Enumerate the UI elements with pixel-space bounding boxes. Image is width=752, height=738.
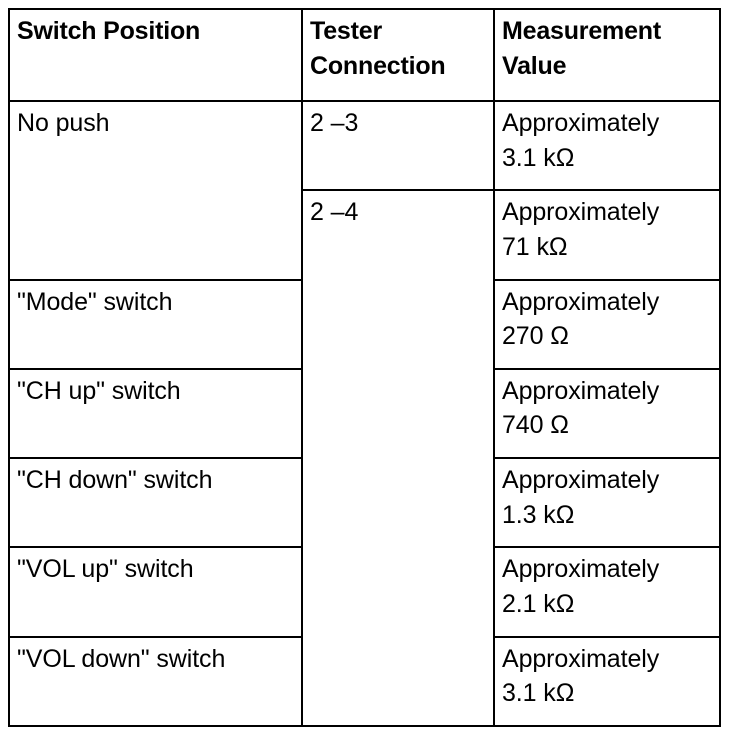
table-row: No push 2 –3 Approximately 3.1 kΩ — [8, 99, 721, 281]
switch-measurement-table: Switch Position Tester Connection Measur… — [8, 8, 721, 728]
cell-measurement-value: Approximately 270 Ω — [493, 278, 721, 370]
measurement-value-line1: Approximately — [502, 644, 660, 673]
table-row: "CH up" switch Approximately 740 Ω — [8, 367, 721, 460]
tester-connection-value: 2 –3 — [310, 109, 359, 137]
table-row: "CH down" switch Approximately 1.3 kΩ — [8, 457, 721, 549]
cell-measurement-value: Approximately 3.1 kΩ — [493, 99, 721, 192]
switch-position-value: "CH up" switch — [17, 376, 181, 405]
table-header: Switch Position Tester Connection Measur… — [8, 8, 721, 102]
switch-position-value: "VOL up" switch — [17, 555, 194, 584]
measurement-value-line1: Approximately — [502, 466, 660, 495]
column-header-tester-connection-line1: Tester — [310, 17, 382, 45]
measurement-value-line2: 3.1 kΩ — [502, 679, 575, 708]
measurement-value-line1: Approximately — [502, 287, 660, 316]
table-row: 2 –4 Approximately 71 kΩ — [9, 189, 721, 727]
table-row: "VOL down" switch Approximately 3.1 kΩ — [8, 635, 721, 728]
measurement-value-line1: Approximately — [502, 555, 660, 584]
measurement-value-line1: Approximately — [502, 376, 660, 405]
table-row: "Mode" switch Approximately 270 Ω — [8, 278, 721, 370]
column-header-switch-position-label: Switch Position — [17, 17, 201, 45]
cell-measurement-value: Approximately 71 kΩ — [493, 189, 721, 281]
cell-switch-position: "CH down" switch — [8, 457, 303, 549]
measurement-value-line1: Approximately — [502, 109, 660, 137]
measurement-value-line2: 71 kΩ — [502, 232, 568, 261]
table-body: No push 2 –3 Approximately 3.1 kΩ 2 –4 A… — [8, 99, 721, 728]
switch-position-value: "VOL down" switch — [17, 644, 226, 673]
cell-switch-position: "CH up" switch — [8, 367, 303, 460]
table-row: "VOL up" switch Approximately 2.1 kΩ — [8, 546, 721, 638]
switch-position-value: No push — [17, 109, 110, 137]
cell-switch-position: "VOL down" switch — [8, 635, 303, 728]
cell-tester-connection: 2 –3 — [301, 99, 495, 192]
cell-switch-position: No push — [8, 100, 303, 281]
column-header-tester-connection-line2: Connection — [310, 51, 446, 80]
measurement-value-line2: 2.1 kΩ — [502, 589, 575, 618]
cell-tester-connection: 2 –4 — [301, 189, 495, 727]
column-header-tester-connection: Tester Connection — [301, 8, 495, 102]
cell-measurement-value: Approximately 1.3 kΩ — [493, 457, 721, 549]
cell-switch-position: "VOL up" switch — [8, 546, 303, 638]
measurement-value-line2: 1.3 kΩ — [502, 500, 575, 529]
measurement-spec-table-container: Switch Position Tester Connection Measur… — [8, 8, 721, 728]
tester-connection-value: 2 –4 — [310, 198, 359, 227]
switch-position-value: "Mode" switch — [17, 287, 173, 316]
column-header-measurement-value: Measurement Value — [493, 8, 721, 102]
column-header-measurement-value-line1: Measurement — [502, 17, 661, 45]
cell-measurement-value: Approximately 2.1 kΩ — [493, 546, 721, 638]
cell-measurement-value: Approximately 740 Ω — [493, 367, 721, 460]
table-header-row: Switch Position Tester Connection Measur… — [8, 8, 721, 102]
measurement-value-line2: 740 Ω — [502, 411, 569, 440]
cell-measurement-value: Approximately 3.1 kΩ — [493, 635, 721, 728]
measurement-value-line2: 3.1 kΩ — [502, 143, 575, 172]
cell-switch-position: "Mode" switch — [8, 278, 303, 370]
column-header-measurement-value-line2: Value — [502, 51, 567, 80]
column-header-switch-position: Switch Position — [8, 8, 303, 102]
measurement-value-line1: Approximately — [502, 198, 660, 227]
switch-position-value: "CH down" switch — [17, 466, 213, 495]
measurement-value-line2: 270 Ω — [502, 322, 569, 351]
